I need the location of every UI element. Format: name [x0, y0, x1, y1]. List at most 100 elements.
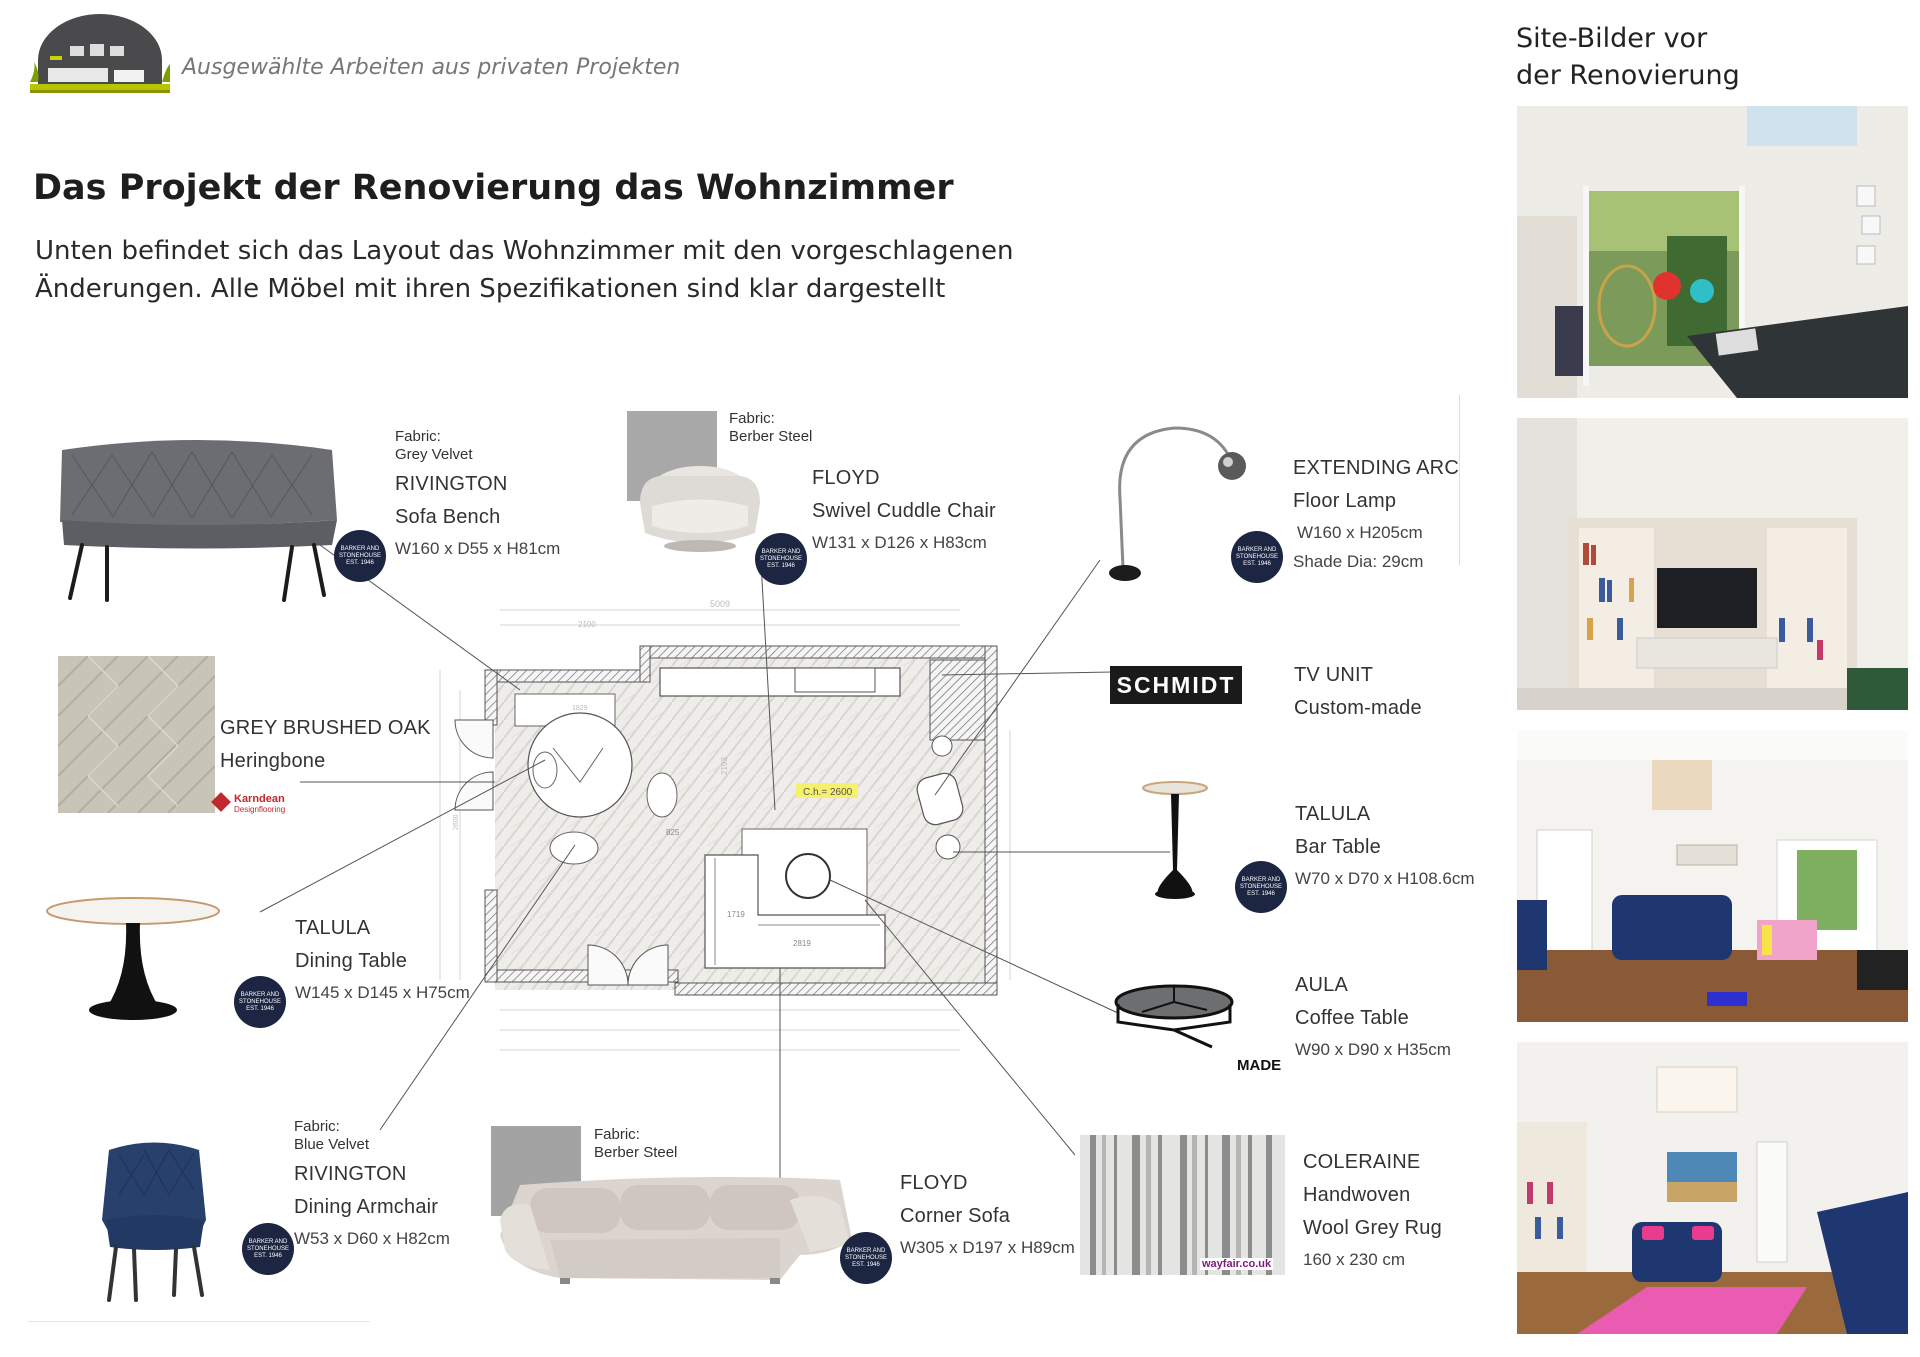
bar-table-brand: TALULA — [1295, 803, 1371, 825]
cuddle-chair-fabric-label: Fabric: — [729, 410, 775, 427]
sofa-bench-fabric: Grey Velvet — [395, 446, 473, 463]
rug-label: COLERAINE Handwoven Wool Grey Rug 160 x … — [1303, 1146, 1442, 1274]
made-logo: MADE — [1237, 1057, 1282, 1074]
badge-line-3: EST. 1946 — [1247, 890, 1275, 897]
plan-coffee-table — [785, 853, 831, 899]
badge-line-1: BARKER AND — [761, 548, 801, 555]
sofa-bench-brand: RIVINGTON — [395, 473, 508, 495]
sofa-bench-image — [60, 440, 337, 602]
plan-dining-table — [527, 712, 633, 818]
dimension-a: 2100 — [578, 620, 596, 629]
dimension-e: 1719 — [727, 910, 745, 919]
dining-armchair-fabric: Blue Velvet — [294, 1136, 370, 1153]
dining-armchair-fabric-label: Fabric: — [294, 1118, 340, 1135]
footer-rule — [28, 1321, 370, 1322]
page-title: Das Projekt der Renovierung das Wohnzimm… — [33, 168, 954, 208]
plan-floor-lamp — [931, 735, 953, 757]
bar-table-dims: W70 x D70 x H108.6cm — [1295, 869, 1475, 888]
coffee-table-dims: W90 x D90 x H35cm — [1295, 1040, 1451, 1059]
floor-lamp-label: EXTENDING ARC Floor Lamp W160 x H205cm S… — [1293, 452, 1459, 576]
coffee-table-label: AULA Coffee Table W90 x D90 x H35cm — [1295, 969, 1451, 1064]
sofa-bench-label: Fabric: Grey Velvet RIVINGTON Sofa Bench… — [395, 428, 560, 563]
intro-line-1: Unten befindet sich das Layout das Wohnz… — [35, 236, 1014, 266]
dining-armchair-name: Dining Armchair — [294, 1196, 439, 1218]
dining-table-brand: TALULA — [295, 917, 371, 939]
page-subtitle: Ausgewählte Arbeiten aus privaten Projek… — [182, 55, 681, 80]
badge-line-1: BARKER AND — [846, 1247, 886, 1254]
floor-lamp-name: Floor Lamp — [1293, 490, 1397, 512]
bar-table-name: Bar Table — [1295, 836, 1381, 858]
badge-line-2: STONEHOUSE — [247, 1245, 289, 1252]
dining-armchair-dims: W53 x D60 x H82cm — [294, 1229, 450, 1248]
plan-ceiling-height-bg — [796, 783, 858, 798]
corner-sofa-brand: FLOYD — [900, 1172, 968, 1194]
dining-table-dims: W145 x D145 x H75cm — [295, 983, 470, 1002]
coffee-table-brand: AULA — [1295, 974, 1349, 996]
plan-bar-table — [935, 834, 961, 860]
dining-table-image — [46, 897, 220, 1020]
tv-unit-brand: TV UNIT — [1294, 664, 1374, 686]
intro-text: Unten befindet sich das Layout das Wohnz… — [35, 232, 1035, 308]
sofa-bench-dims: W160 x D55 x H81cm — [395, 539, 561, 558]
badge-line-3: EST. 1946 — [254, 1252, 282, 1259]
badge-line-1: BARKER AND — [248, 1238, 288, 1245]
cuddle-chair-details: FLOYD Swivel Cuddle Chair W131 x D126 x … — [812, 462, 996, 557]
tv-unit-label: TV UNIT Custom-made — [1294, 659, 1422, 725]
badge-line-3: EST. 1946 — [852, 1261, 880, 1268]
corner-sofa-dims: W305 x D197 x H89cm — [900, 1238, 1075, 1257]
intro-line-2: Änderungen. Alle Möbel mit ihren Spezifi… — [35, 274, 946, 304]
rug-name: Handwoven — [1303, 1184, 1411, 1206]
sofa-bench-name: Sofa Bench — [395, 506, 501, 528]
flooring-brand: GREY BRUSHED OAK — [220, 717, 431, 739]
floor-lamp-dims: W160 x H205cm — [1297, 523, 1423, 542]
coffee-table-name: Coffee Table — [1295, 1007, 1409, 1029]
dining-table-name: Dining Table — [295, 950, 408, 972]
cuddle-chair-image — [640, 466, 760, 552]
karndean-logo-line-1: Karndean — [234, 793, 285, 805]
cuddle-chair-dims: W131 x D126 x H83cm — [812, 533, 987, 552]
site-photo-tv-wall — [1517, 418, 1908, 710]
corner-sofa-name: Corner Sofa — [900, 1205, 1011, 1227]
dining-table-label: TALULA Dining Table W145 x D145 x H75cm — [295, 912, 470, 1007]
cuddle-chair-label: Fabric: Berber Steel — [729, 410, 812, 446]
dimension-f: 2819 — [793, 939, 811, 948]
site-photo-living-room-sofa — [1517, 730, 1908, 1022]
floor-lamp-image — [1109, 426, 1246, 581]
badge-line-3: EST. 1946 — [246, 1005, 274, 1012]
wayfair-logo: wayfair.co.uk — [1200, 1258, 1274, 1270]
plan-ceiling-height: C.h.= 2600 — [803, 787, 853, 798]
rug-dims: 160 x 230 cm — [1303, 1250, 1406, 1269]
cuddle-chair-brand: FLOYD — [812, 467, 880, 489]
rug-image — [1080, 1135, 1285, 1275]
badge-line-3: EST. 1946 — [1243, 560, 1271, 567]
studio-logo — [30, 14, 170, 93]
dimension-d: 825 — [666, 828, 680, 837]
karndean-logo: Karndean Designflooring — [211, 792, 304, 817]
dimension-c: 2193 — [720, 757, 729, 775]
badge-line-3: EST. 1946 — [346, 559, 374, 566]
dining-armchair-label: Fabric: Blue Velvet RIVINGTON Dining Arm… — [294, 1118, 450, 1253]
floor-lamp-shade: Shade Dia: 29cm — [1293, 552, 1424, 571]
corner-sofa-fabric-label: Fabric: — [594, 1126, 640, 1143]
rug-name-2: Wool Grey Rug — [1303, 1217, 1442, 1239]
site-photos-title: Site-Bilder vor der Renovierung — [1516, 20, 1740, 94]
floor-lamp-brand: EXTENDING ARC — [1293, 457, 1459, 479]
bar-table-label: TALULA Bar Table W70 x D70 x H108.6cm — [1295, 798, 1475, 893]
badge-line-2: STONEHOUSE — [1236, 553, 1278, 560]
badge-line-1: BARKER AND — [1237, 546, 1277, 553]
site-photo-living-room-rug — [1517, 1042, 1908, 1334]
sofa-bench-fabric-label: Fabric: — [395, 428, 441, 445]
site-photos-title-line-2: der Renovierung — [1516, 60, 1740, 91]
plan-corner-sofa — [704, 854, 886, 969]
bar-table-image — [1142, 781, 1208, 899]
badge-line-2: STONEHOUSE — [845, 1254, 887, 1261]
dining-armchair-brand: RIVINGTON — [294, 1163, 407, 1185]
tv-unit-name: Custom-made — [1294, 697, 1422, 719]
corner-sofa-image — [500, 1176, 852, 1284]
